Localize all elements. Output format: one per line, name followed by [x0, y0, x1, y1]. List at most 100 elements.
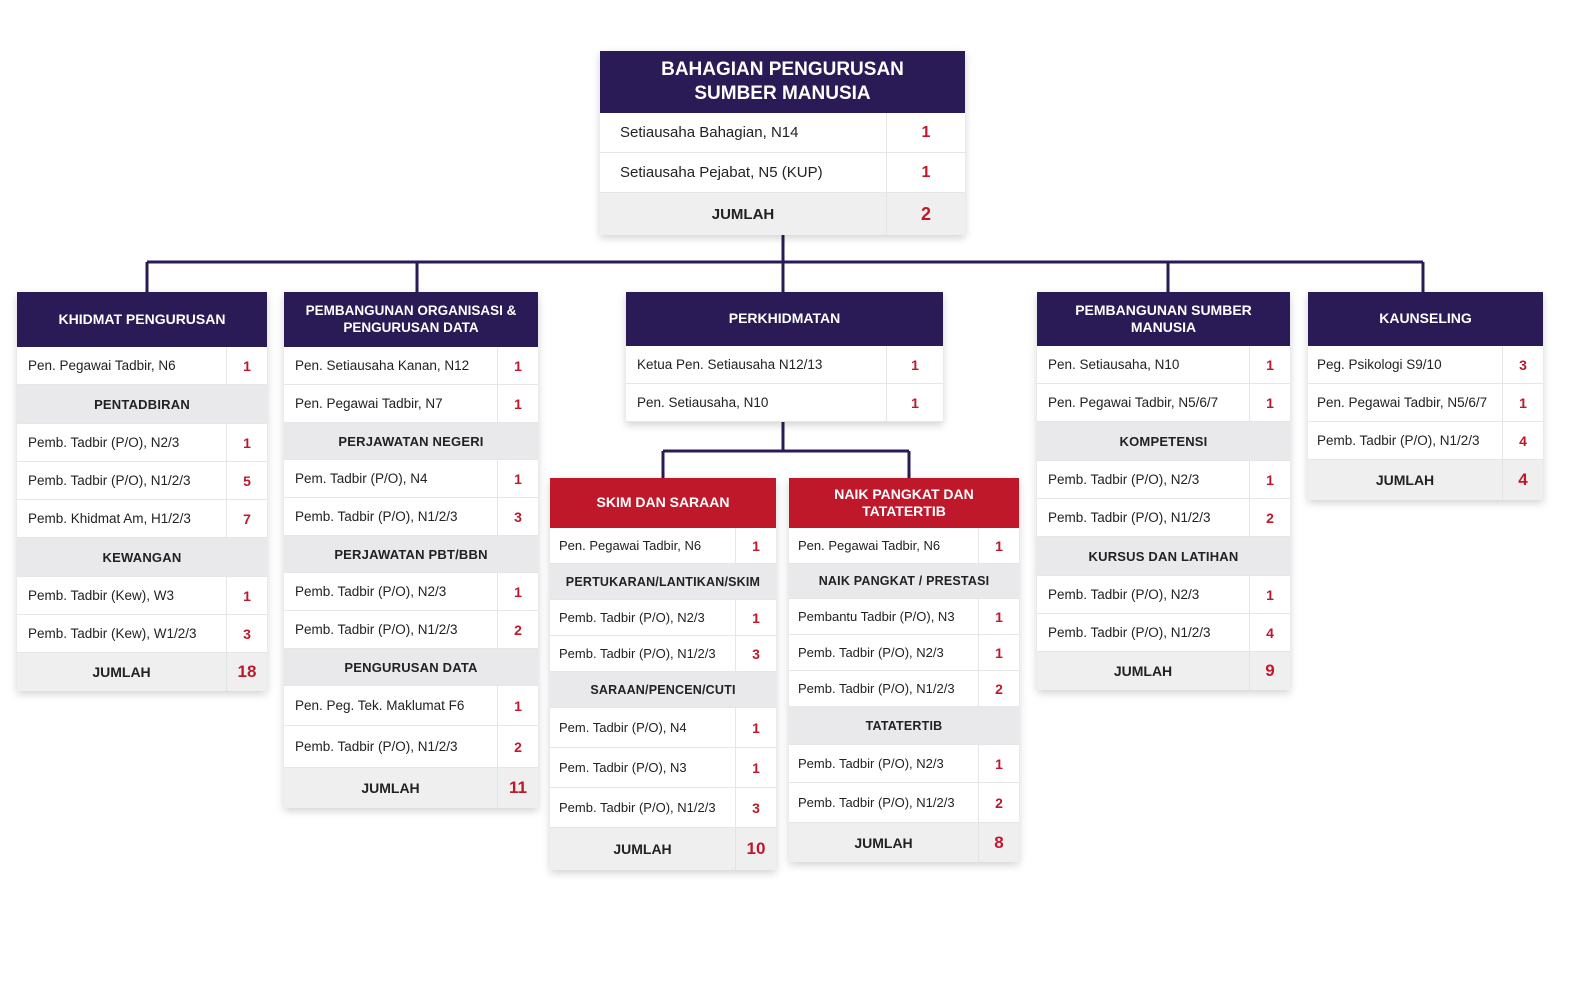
section-header: KURSUS DAN LATIHAN: [1037, 537, 1290, 576]
top-card: BAHAGIAN PENGURUSAN SUMBER MANUSIA Setia…: [600, 51, 965, 235]
section-header: PERTUKARAN/LANTIKAN/SKIM: [550, 564, 776, 600]
skim-header: SKIM DAN SARAAN: [550, 478, 776, 528]
table-row: Pemb. Tadbir (P/O), N1/2/3 3: [284, 498, 538, 536]
total-value: 8: [994, 832, 1004, 852]
total-value: 18: [237, 662, 257, 681]
table-row: Pemb. Tadbir (P/O), N1/2/3 2: [789, 671, 1019, 707]
table-row: Ketua Pen. Setiausaha N12/13 1: [626, 346, 943, 384]
table-row: Pemb. Tadbir (P/O), N2/3 1: [789, 745, 1019, 783]
table-row: Pemb. Tadbir (P/O), N2/3 1: [1037, 461, 1290, 499]
khidmat-header: KHIDMAT PENGURUSAN: [17, 292, 267, 347]
row-count: 1: [243, 434, 251, 451]
row-label: Pemb. Tadbir (P/O), N1/2/3: [284, 726, 498, 767]
row-count: 3: [1519, 356, 1527, 373]
row-count: 1: [1519, 394, 1527, 411]
table-row: Pen. Pegawai Tadbir, N7 1: [284, 385, 538, 423]
row-label: Pemb. Tadbir (P/O), N1/2/3: [1037, 614, 1250, 651]
table-row: Pembantu Tadbir (P/O), N3 1: [789, 599, 1019, 635]
psm-header: PEMBANGUNAN SUMBER MANUSIA: [1037, 292, 1290, 346]
row-label: Pemb. Tadbir (P/O), N1/2/3: [789, 783, 979, 822]
row-count: 1: [995, 755, 1003, 772]
total-label: JUMLAH: [1308, 460, 1503, 500]
total-row: JUMLAH 9: [1037, 652, 1290, 690]
row-label: Pemb. Tadbir (P/O), N1/2/3: [284, 498, 498, 535]
kaunseling-card: KAUNSELING Peg. Psikologi S9/10 3 Pen. P…: [1308, 292, 1543, 500]
pangkat-title-line2: TATATERTIB: [862, 503, 946, 519]
section-header: TATATERTIB: [789, 707, 1019, 745]
psm-card: PEMBANGUNAN SUMBER MANUSIA Pen. Setiausa…: [1037, 292, 1290, 690]
row-count: 3: [752, 645, 760, 662]
table-row: Pemb. Tadbir (P/O), N1/2/3 4: [1308, 422, 1543, 460]
row-label: Pemb. Tadbir (P/O), N2/3: [789, 635, 979, 670]
khidmat-card: KHIDMAT PENGURUSAN Pen. Pegawai Tadbir, …: [17, 292, 267, 691]
row-count: 1: [921, 163, 931, 181]
row-label: Pemb. Tadbir (P/O), N2/3: [284, 573, 498, 610]
table-row: Pem. Tadbir (P/O), N4 1: [284, 460, 538, 498]
row-count: 1: [243, 357, 251, 374]
section-header: KOMPETENSI: [1037, 422, 1290, 461]
total-value: 2: [920, 203, 931, 224]
row-label: Pen. Pegawai Tadbir, N6: [550, 528, 736, 563]
top-title-line1: BAHAGIAN PENGURUSAN: [661, 59, 904, 81]
section-header: NAIK PANGKAT / PRESTASI: [789, 564, 1019, 599]
table-row: Pen. Pegawai Tadbir, N6 1: [550, 528, 776, 564]
row-count: 2: [1266, 509, 1274, 526]
total-value: 4: [1518, 470, 1528, 489]
row-count: 1: [1266, 394, 1274, 411]
row-label: Pen. Setiausaha Kanan, N12: [284, 347, 498, 384]
table-row: Pen. Pegawai Tadbir, N5/6/7 1: [1308, 384, 1543, 422]
row-label: Pen. Pegawai Tadbir, N6: [17, 347, 227, 384]
row-count: 1: [911, 394, 919, 411]
row-count: 1: [1266, 356, 1274, 373]
table-row: Pemb. Tadbir (P/O), N1/2/3 2: [789, 783, 1019, 823]
table-row: Pen. Pegawai Tadbir, N6 1: [789, 528, 1019, 564]
row-count: 1: [514, 583, 522, 600]
total-label: JUMLAH: [284, 768, 498, 808]
row-count: 1: [995, 644, 1003, 661]
row-label: Pemb. Tadbir (P/O), N1/2/3: [284, 611, 498, 648]
table-row: Pem. Tadbir (P/O), N4 1: [550, 708, 776, 748]
table-row: Pemb. Tadbir (P/O), N2/3 1: [1037, 576, 1290, 614]
row-label: Pemb. Tadbir (P/O), N2/3: [1037, 576, 1250, 613]
row-count: 4: [1266, 624, 1274, 641]
section-header: KEWANGAN: [17, 538, 267, 577]
row-count: 2: [514, 621, 522, 638]
row-label: Pemb. Tadbir (P/O), N2/3: [550, 600, 736, 635]
row-label: Pemb. Tadbir (P/O), N2/3: [789, 745, 979, 782]
row-count: 1: [995, 537, 1003, 554]
table-row: Pemb. Tadbir (P/O), N2/3 1: [284, 573, 538, 611]
table-row: Setiausaha Pejabat, N5 (KUP) 1: [600, 153, 965, 193]
row-label: Pen. Pegawai Tadbir, N5/6/7: [1308, 384, 1503, 421]
table-row: Pen. Pegawai Tadbir, N5/6/7 1: [1037, 384, 1290, 422]
total-label: JUMLAH: [17, 653, 227, 691]
table-row: Pemb. Tadbir (P/O), N2/3 1: [17, 424, 267, 462]
table-row: Pemb. Tadbir (Kew), W3 1: [17, 577, 267, 615]
total-label: JUMLAH: [1037, 652, 1250, 690]
section-header: SARAAN/PENCEN/CUTI: [550, 672, 776, 708]
organisasi-card: PEMBANGUNAN ORGANISASI & PENGURUSAN DATA…: [284, 292, 538, 808]
perkhidmatan-card: PERKHIDMATAN Ketua Pen. Setiausaha N12/1…: [626, 292, 943, 422]
total-row: JUMLAH 18: [17, 653, 267, 691]
row-label: Pen. Peg. Tek. Maklumat F6: [284, 686, 498, 725]
row-count: 1: [995, 608, 1003, 625]
row-count: 1: [752, 759, 760, 776]
table-row: Pen. Peg. Tek. Maklumat F6 1: [284, 686, 538, 726]
row-count: 1: [752, 537, 760, 554]
perkhidmatan-header: PERKHIDMATAN: [626, 292, 943, 346]
table-row: Pemb. Tadbir (P/O), N1/2/3 2: [1037, 499, 1290, 537]
row-count: 4: [1519, 432, 1527, 449]
row-count: 1: [752, 609, 760, 626]
skim-title: SKIM DAN SARAAN: [596, 494, 730, 511]
organisasi-title-line2: PENGURUSAN DATA: [343, 319, 479, 335]
row-count: 2: [514, 738, 522, 755]
row-label: Pen. Setiausaha, N10: [1037, 346, 1250, 383]
total-value: 11: [509, 778, 527, 797]
total-row: JUMLAH 10: [550, 828, 776, 870]
khidmat-title: KHIDMAT PENGURUSAN: [58, 310, 226, 327]
table-row: Pemb. Tadbir (P/O), N1/2/3 3: [550, 788, 776, 828]
table-row: Pemb. Tadbir (P/O), N1/2/3 5: [17, 462, 267, 500]
table-row: Pem. Tadbir (P/O), N3 1: [550, 748, 776, 788]
organisasi-title-line1: PEMBANGUNAN ORGANISASI &: [305, 302, 517, 318]
row-label: Pemb. Tadbir (P/O), N2/3: [17, 424, 227, 461]
